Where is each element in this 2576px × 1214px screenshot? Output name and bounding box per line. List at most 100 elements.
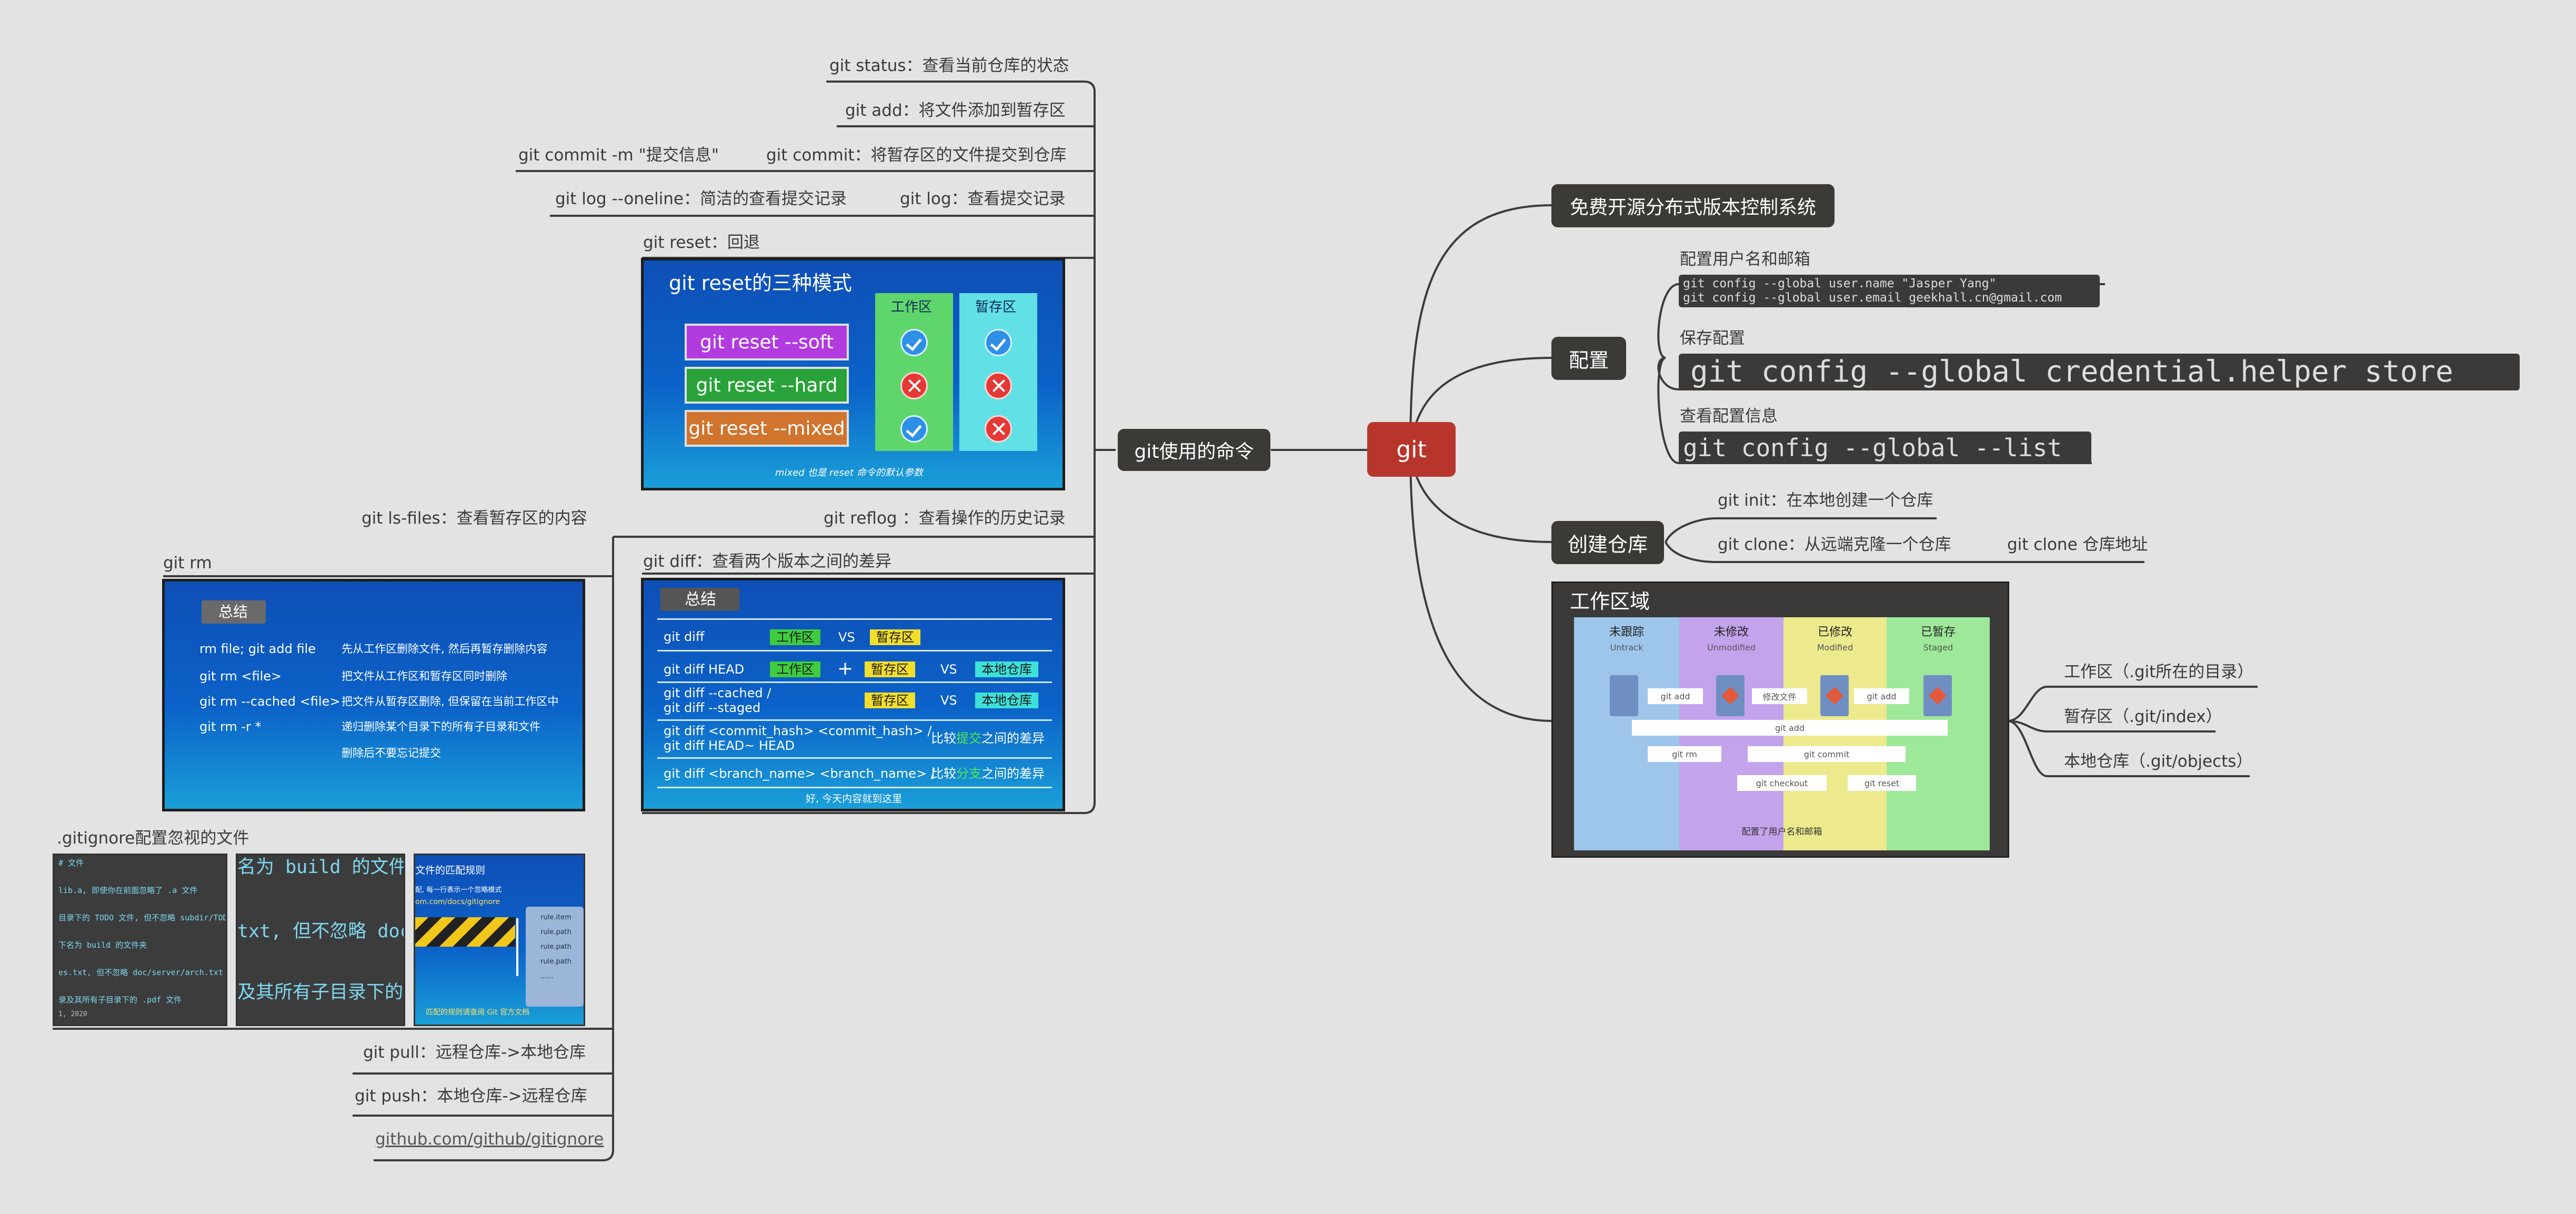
cmd-reflog: git reflog ：查看操作的历史记录 xyxy=(824,509,1066,528)
chip-staging: 暂存区 xyxy=(865,661,915,677)
compare-text: 比较 xyxy=(931,731,956,746)
git-clone-detail-label: git clone 仓库地址 xyxy=(2007,535,2148,554)
diff-row-cmd: git diff --cached / xyxy=(664,686,771,700)
diff-compare: 比较提交之间的差异 xyxy=(931,732,1045,745)
github-link[interactable]: github.com/github/gitignore xyxy=(375,1130,604,1149)
vs-label: VS xyxy=(940,693,957,708)
cmd-status: git status：查看当前仓库的状态 xyxy=(829,56,1069,75)
rules-card xyxy=(526,907,584,1007)
highlight-text: 分支 xyxy=(956,766,981,781)
rm-row-desc: 把文件从工作区和暂存区同时删除 xyxy=(342,670,507,683)
cmd-push: git push：本地仓库->远程仓库 xyxy=(355,1087,587,1106)
cmd-pull: git pull：远程仓库->本地仓库 xyxy=(363,1043,586,1062)
cmd-commit-m: git commit -m "提交信息" xyxy=(518,146,719,165)
rule-item: rule.path xyxy=(540,958,572,966)
reset-caption: mixed 也是 reset 命令的默认参数 xyxy=(775,467,923,478)
chip-staging: 暂存区 xyxy=(870,629,920,645)
ignore-line: es.txt, 但不忽略 doc/server/arch.txt xyxy=(58,968,223,977)
arrow-git-add-2: git add xyxy=(1854,688,1909,704)
diff-row-cmd: git diff xyxy=(664,629,705,644)
reset-soft-button[interactable]: git reset --soft xyxy=(685,324,849,360)
rm-panel: 总结 rm file; git add file 先从工作区删除文件, 然后再暂… xyxy=(162,579,585,811)
diff-row-cmd2: git diff HEAD~ HEAD xyxy=(664,738,795,753)
divider xyxy=(657,681,1052,683)
rm-row-cmd: rm file; git add file xyxy=(199,641,316,656)
check-icon xyxy=(900,415,928,443)
zone-cn: 未跟踪 xyxy=(1609,626,1644,639)
rm-row-desc: 把文件从暂存区删除, 但保留在当前工作区中 xyxy=(342,695,559,708)
diff-compare: 比较分支之间的差异 xyxy=(931,767,1045,780)
chip-repo: 本地仓库 xyxy=(975,693,1038,708)
diff-row-cmd: git diff <branch_name> <branch_name> / xyxy=(664,766,935,781)
highlight-text: 提交 xyxy=(956,731,981,746)
chip-staging: 暂存区 xyxy=(865,693,915,708)
diff-title-tag xyxy=(660,588,739,611)
arrow-git-add-1: git add xyxy=(1648,688,1703,704)
check-icon xyxy=(900,329,928,356)
divider xyxy=(657,787,1052,788)
arrow-git-add-3: git add xyxy=(1632,720,1948,736)
rm-row-cmd: git rm <file> xyxy=(199,669,282,684)
reset-panel-title: git reset的三种模式 xyxy=(669,272,852,295)
cmd-commit: git commit：将暂存区的文件提交到仓库 xyxy=(766,146,1067,165)
ignore-zoom-line: txt, 但不忽略 doc xyxy=(237,921,405,942)
ignore-line: 下名为 build 的文件夹 xyxy=(58,940,147,950)
cross-icon xyxy=(900,372,928,399)
vs-label: VS xyxy=(838,630,855,645)
compare-text: 比较 xyxy=(931,766,956,781)
desc-node[interactable]: 免费开源分布式版本控制系统 xyxy=(1551,184,1835,227)
chip-repo: 本地仓库 xyxy=(975,661,1038,677)
tail-text: 之间的差异 xyxy=(981,731,1045,746)
rm-title: 总结 xyxy=(218,603,248,620)
config-label: 配置 xyxy=(1568,348,1609,372)
cross-icon xyxy=(985,415,1012,443)
arrow-git-checkout: git checkout xyxy=(1737,775,1827,791)
commands-label: git使用的命令 xyxy=(1134,441,1254,463)
zone-en: Unmodified xyxy=(1707,643,1756,653)
work-area-panel: 工作区域 未跟踪 Untrack 未修改 Unmodified 已修改 Modi… xyxy=(1551,581,2009,858)
cmd-reset: git reset：回退 xyxy=(643,233,760,252)
rule-item: rule.path xyxy=(540,928,572,936)
ignore-zoom-line: 及其所有子目录下的 xyxy=(237,982,404,1003)
save-config-code: git config --global credential.helper st… xyxy=(1679,354,2520,390)
vs-label: VS xyxy=(940,662,957,677)
commands-node[interactable]: git使用的命令 xyxy=(1118,429,1270,471)
zone-cn: 已暂存 xyxy=(1920,626,1956,639)
root-node[interactable]: git xyxy=(1367,422,1456,477)
ignore-rules-link: om.com/docs/gitignore xyxy=(415,898,500,906)
ignore-rules-sub: 配, 每一行表示一个忽略模式 xyxy=(415,886,502,894)
check-icon xyxy=(985,329,1012,356)
rm-row-cmd: git rm -r * xyxy=(199,719,262,734)
reset-panel: git reset的三种模式 工作区 暂存区 git reset --soft … xyxy=(641,258,1065,490)
config-node[interactable]: 配置 xyxy=(1551,337,1626,380)
arrow-git-commit: git commit xyxy=(1748,746,1906,762)
work-area-title: 工作区域 xyxy=(1570,590,1650,613)
reset-hard-button[interactable]: git reset --hard xyxy=(685,367,849,404)
ignore-rules-caption: 匹配的规则请查阅 Git 官方文档 xyxy=(426,1008,530,1017)
zone-cn: 未修改 xyxy=(1713,626,1749,639)
zone-en: Untrack xyxy=(1610,643,1643,653)
cmd-add: git add：将文件添加到暂存区 xyxy=(845,101,1066,120)
git-file-icon xyxy=(1716,675,1745,716)
cmd-rm: git rm xyxy=(163,554,212,573)
ignore-line: lib.a, 即使你在前面忽略了 .a 文件 xyxy=(58,886,198,895)
cmd-log: git log：查看提交记录 xyxy=(900,189,1066,208)
rule-item: ...... xyxy=(540,972,554,980)
repo-node[interactable]: 创建仓库 xyxy=(1551,521,1664,564)
plus-label: + xyxy=(837,658,854,679)
diff-row-cmd: git diff <commit_hash> <commit_hash> / xyxy=(664,724,932,738)
desc-label: 免费开源分布式版本控制系统 xyxy=(1569,197,1816,218)
cmd-log-oneline: git log --oneline：简洁的查看提交记录 xyxy=(555,189,847,208)
chip-working: 工作区 xyxy=(770,661,820,677)
rm-row-desc: 删除后不要忘记提交 xyxy=(342,747,441,759)
reset-mixed-button[interactable]: git reset --mixed xyxy=(685,410,849,447)
set-user-cmd-1: git config --global user.name "Jasper Ya… xyxy=(1683,277,1997,290)
diff-title: 总结 xyxy=(685,590,716,609)
zone-en: Modified xyxy=(1817,643,1853,653)
git-init-label: git init：在本地创建一个仓库 xyxy=(1718,491,1933,510)
diff-row-cmd2: git diff --staged xyxy=(664,700,761,715)
down-arrow-icon xyxy=(516,918,518,976)
ignore-line: 目录下的 TODO 文件, 但不忽略 subdir/TODO xyxy=(58,913,227,922)
set-user-code: git config --global user.name "Jasper Ya… xyxy=(1679,275,2100,307)
hazard-stripe xyxy=(415,917,515,947)
